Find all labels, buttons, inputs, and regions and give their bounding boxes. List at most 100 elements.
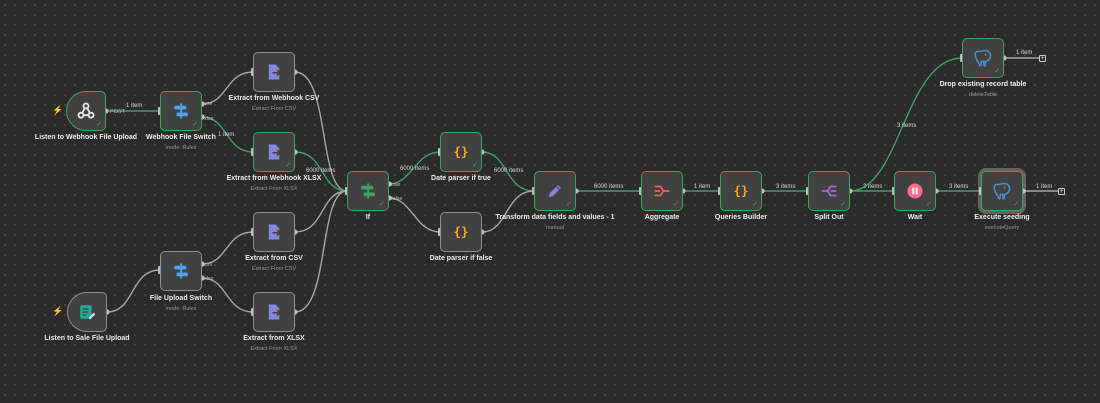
handle-xlsx-label: xlsx bbox=[204, 116, 214, 122]
add-node-after-execute-button[interactable]: + bbox=[1058, 188, 1065, 195]
success-check-icon: ✓ bbox=[994, 68, 1000, 75]
edge-sale-to-switch bbox=[106, 269, 161, 313]
extract-file-icon bbox=[268, 144, 282, 160]
edge-label-wait-to-execute: 3 items bbox=[949, 184, 968, 190]
node-title: Extract from Webhook CSV bbox=[228, 95, 320, 102]
braces-icon: {} bbox=[733, 183, 748, 198]
node-subtitle: Extract From CSV bbox=[251, 266, 297, 272]
edge-date-false-to-transform bbox=[481, 190, 535, 233]
node-title: Aggregate bbox=[644, 214, 680, 221]
edge-date-true-to-transform bbox=[481, 151, 535, 192]
node-title: Listen to Webhook File Upload bbox=[34, 134, 138, 141]
node-listen-sale[interactable] bbox=[67, 292, 107, 332]
node-extract-webhook-xlsx[interactable]: ✓ bbox=[253, 132, 295, 172]
node-title: Date parser if false bbox=[429, 255, 493, 262]
node-title: File Upload Switch bbox=[149, 295, 213, 302]
node-split-out[interactable]: ✓ bbox=[808, 171, 850, 211]
handle-xlsx-label-2: xlsx bbox=[204, 276, 214, 282]
node-drop-table[interactable]: ✓ bbox=[962, 38, 1004, 78]
edge-label-aggregate-to-queries: 1 item bbox=[694, 184, 710, 190]
edge-label-execute-output: 1 item bbox=[1036, 184, 1052, 190]
node-title: Extract from CSV bbox=[245, 255, 303, 262]
edge-label-split-to-wait: 3 items bbox=[863, 184, 882, 190]
success-check-icon: ✓ bbox=[752, 201, 758, 208]
node-title: Extract from Webhook XLSX bbox=[226, 175, 322, 182]
node-subtitle: Extract From XLSX bbox=[250, 186, 298, 192]
pause-icon bbox=[907, 183, 923, 199]
node-extract-xlsx[interactable] bbox=[253, 292, 295, 332]
edge-label-xlsx-to-if: 6000 items bbox=[306, 168, 335, 174]
success-check-icon: ✓ bbox=[840, 201, 846, 208]
edge-label-switch-to-xlsx: 1 item bbox=[218, 132, 234, 138]
form-upload-icon bbox=[80, 305, 96, 320]
node-subtitle: mode: Rules bbox=[165, 306, 197, 312]
node-subtitle: deleteTable bbox=[968, 92, 998, 98]
node-title: Execute seeding bbox=[974, 214, 1030, 221]
extract-file-icon bbox=[268, 224, 282, 240]
node-extract-webhook-csv[interactable] bbox=[253, 52, 295, 92]
svg-text:{}: {} bbox=[453, 144, 468, 159]
node-title: Webhook File Switch bbox=[146, 134, 216, 141]
add-node-after-drop-button[interactable]: + bbox=[1039, 55, 1046, 62]
node-wait[interactable]: ✓ bbox=[894, 171, 936, 211]
node-file-upload-switch[interactable] bbox=[160, 251, 202, 291]
node-title: Date parser if true bbox=[431, 175, 491, 182]
node-subtitle: mode: Rules bbox=[165, 145, 197, 151]
node-subtitle: Extract From CSV bbox=[251, 106, 297, 112]
node-execute-seeding[interactable]: ✓ bbox=[981, 171, 1023, 211]
handle-true-label: true bbox=[391, 182, 400, 188]
node-if[interactable]: ✓ bbox=[347, 171, 389, 211]
svg-text:{}: {} bbox=[453, 224, 468, 239]
postgres-elephant-icon bbox=[993, 182, 1011, 200]
node-date-parser-false[interactable]: {} bbox=[440, 212, 482, 252]
edge-label-date-true-to-transform: 6000 items bbox=[494, 168, 523, 174]
node-extract-csv[interactable] bbox=[253, 212, 295, 252]
node-title: Wait bbox=[907, 214, 923, 221]
success-check-icon: ✓ bbox=[673, 201, 679, 208]
split-out-icon bbox=[821, 185, 837, 197]
aggregate-icon bbox=[654, 185, 670, 197]
node-title: Extract from XLSX bbox=[243, 335, 305, 342]
node-title: Queries Builder bbox=[714, 214, 768, 221]
success-check-icon: ✓ bbox=[96, 121, 102, 128]
edge-switch-to-webhook-csv bbox=[201, 71, 254, 105]
node-listen-webhook[interactable]: ✓ bbox=[66, 91, 106, 131]
handle-false-label: false bbox=[391, 196, 403, 202]
edge-label-queries-to-split: 3 items bbox=[776, 184, 795, 190]
edge-webhook-csv-to-if bbox=[294, 71, 348, 192]
node-webhook-switch[interactable]: ✓ bbox=[160, 91, 202, 131]
success-check-icon: ✓ bbox=[1013, 201, 1019, 208]
node-subtitle: manual bbox=[545, 225, 565, 231]
success-check-icon: ✓ bbox=[285, 162, 291, 169]
trigger-bolt-icon: ⚡ bbox=[52, 105, 64, 115]
node-queries-builder[interactable]: {} ✓ bbox=[720, 171, 762, 211]
success-check-icon: ✓ bbox=[192, 121, 198, 128]
success-check-icon: ✓ bbox=[379, 201, 385, 208]
svg-text:{}: {} bbox=[733, 183, 748, 198]
handle-csv-label-2: csv bbox=[204, 262, 213, 268]
edge-label-drop-output: 1 item bbox=[1016, 50, 1032, 56]
node-title: Drop existing record table bbox=[939, 81, 1027, 88]
edge-upload-switch-to-xlsx bbox=[201, 277, 254, 313]
node-subtitle: executeQuery bbox=[984, 225, 1020, 231]
node-transform[interactable]: ✓ bbox=[534, 171, 576, 211]
edge-xlsx-to-if bbox=[294, 190, 348, 313]
node-aggregate[interactable]: ✓ bbox=[641, 171, 683, 211]
edge-label-webhook-to-switch: 1 item bbox=[126, 103, 142, 109]
edge-if-to-date-true bbox=[388, 151, 441, 185]
edge-split-to-drop bbox=[849, 57, 963, 192]
node-title: Split Out bbox=[814, 214, 844, 221]
extract-file-icon bbox=[268, 304, 282, 320]
postgres-elephant-icon bbox=[974, 49, 992, 67]
trigger-bolt-icon: ⚡ bbox=[52, 306, 64, 316]
node-date-parser-true[interactable]: {} ✓ bbox=[440, 132, 482, 172]
pencil-icon bbox=[549, 185, 561, 197]
if-icon bbox=[361, 183, 375, 199]
node-subtitle: Extract From XLSX bbox=[250, 346, 298, 352]
edge-csv-to-if bbox=[294, 190, 348, 233]
edge-label-if-to-date-true: 6000 items bbox=[400, 166, 429, 172]
success-check-icon: ✓ bbox=[566, 201, 572, 208]
edge-webhook-xlsx-to-if bbox=[294, 151, 348, 192]
